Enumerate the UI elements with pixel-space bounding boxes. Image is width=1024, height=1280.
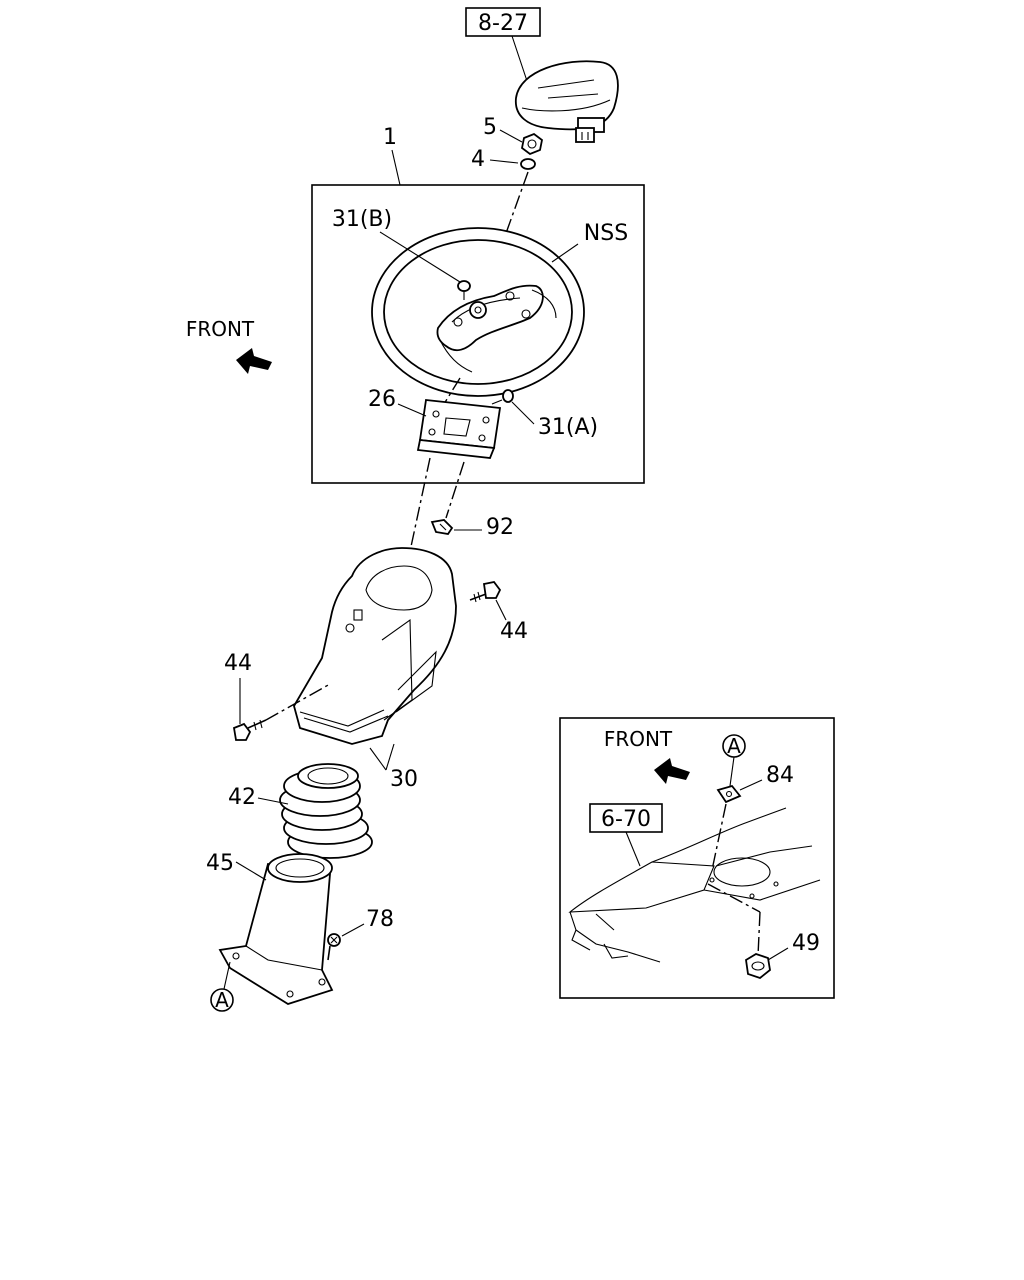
column-cover-30 [293,547,457,745]
bolt-31a [491,389,514,405]
boot-42 [279,763,373,859]
duct-45 [218,853,334,1005]
console-body [568,807,821,963]
front-arrow-inset-icon [654,758,690,784]
callout-a-main: A [210,961,234,1012]
nut-5: 5 [483,115,543,156]
nut-84 [716,784,742,804]
label-part-31b: 31(B) [332,207,392,232]
label-part-30: 30 [390,767,418,792]
nut-49 [745,953,771,980]
bolt-31b [457,280,471,300]
label-part-31a: 31(A) [538,415,598,440]
screw-78 [327,933,341,961]
callout-a-inset: A [722,734,746,787]
label-part-78: 78 [366,907,394,932]
bolt-44-right [469,581,502,603]
inset-box [559,717,835,999]
circle-a-main-label: A [215,988,229,1012]
washer-4: 4 [471,147,536,172]
label-part-44-left: 44 [224,651,252,676]
bolt-44-left [232,719,267,741]
reference-box-8-27 [465,7,541,37]
reference-label-6-70: 6-70 [601,807,651,832]
steering-wheel-box [311,184,645,484]
label-part-26: 26 [368,387,396,412]
label-part-49: 49 [792,931,820,956]
front-label-main: FRONT [186,317,255,341]
label-part-5: 5 [483,115,497,140]
label-nss: NSS [584,221,628,246]
horn-pad [515,60,619,143]
front-label-inset: FRONT [604,727,673,751]
reference-8-27: 8-27 [465,7,541,85]
label-part-45: 45 [206,851,234,876]
front-arrow-main-icon [236,348,272,374]
label-part-4: 4 [471,147,485,172]
label-part-44-right: 44 [500,619,528,644]
reference-label-8-27: 8-27 [478,11,528,36]
label-part-1: 1 [383,125,397,150]
clip-92 [430,519,454,535]
label-part-84: 84 [766,763,794,788]
label-part-92: 92 [486,515,514,540]
label-part-42: 42 [228,785,256,810]
circle-a-inset-label: A [727,734,741,758]
cover-plate-26 [416,399,502,459]
steering-wheel [371,227,585,397]
